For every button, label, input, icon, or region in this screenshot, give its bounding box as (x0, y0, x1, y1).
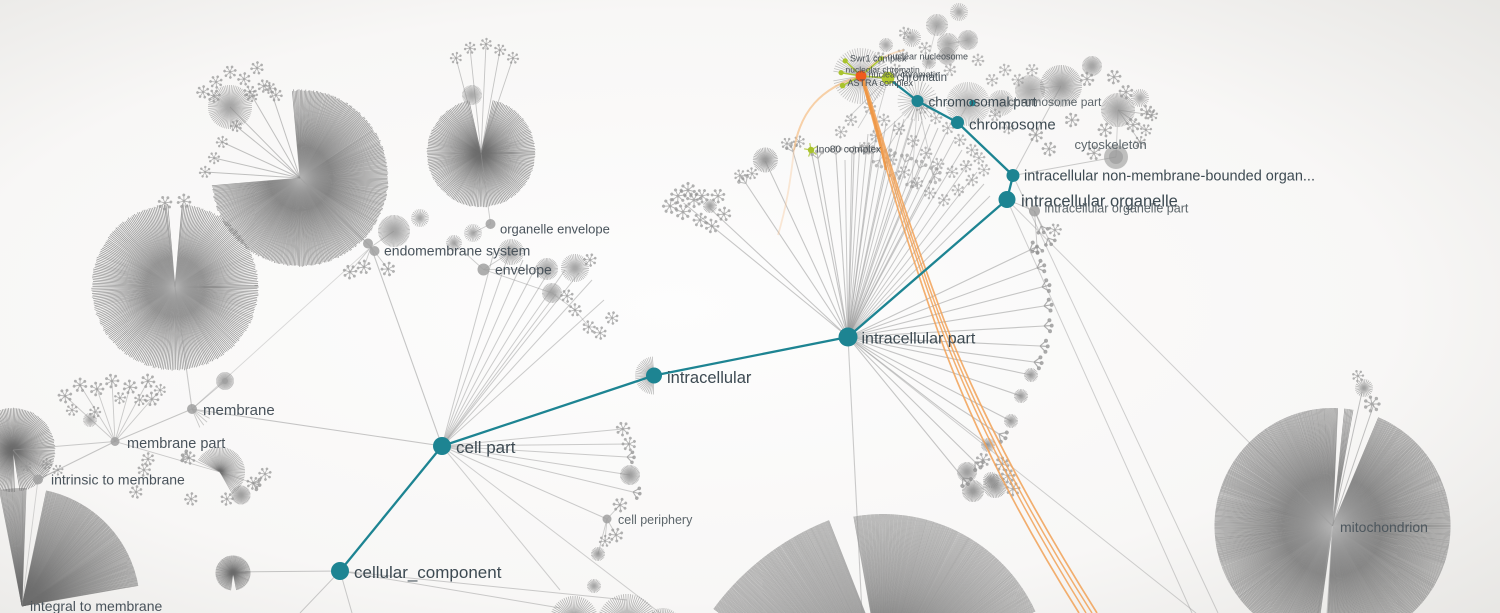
svg-text:membrane: membrane (203, 402, 275, 419)
svg-text:nucleolar chromatin: nucleolar chromatin (846, 65, 920, 75)
svg-text:intracellular organelle: intracellular organelle (1021, 193, 1178, 211)
svg-text:envelope: envelope (495, 262, 552, 278)
svg-text:ASTRA complex: ASTRA complex (848, 78, 914, 88)
svg-text:chromosome: chromosome (969, 117, 1056, 134)
svg-text:organelle envelope: organelle envelope (500, 222, 610, 237)
svg-text:chromosome part: chromosome part (1008, 95, 1102, 109)
svg-text:cell part: cell part (456, 438, 516, 457)
svg-text:cytoskeleton: cytoskeleton (1075, 137, 1147, 152)
svg-text:intracellular non-membrane-bou: intracellular non-membrane-bounded organ… (1024, 169, 1315, 185)
svg-text:intracellular organelle part: intracellular organelle part (1045, 202, 1189, 216)
svg-text:chromosomal part: chromosomal part (929, 95, 1037, 110)
svg-text:intrinsic to membrane: intrinsic to membrane (51, 472, 185, 488)
svg-text:chromatin: chromatin (897, 72, 948, 84)
svg-text:nuclear nucleosome: nuclear nucleosome (888, 52, 969, 62)
svg-text:membrane part: membrane part (127, 436, 225, 452)
svg-text:integral to membrane: integral to membrane (30, 598, 163, 613)
svg-text:endomembrane system: endomembrane system (384, 243, 530, 259)
svg-text:cell periphery: cell periphery (618, 513, 693, 527)
svg-text:mitochondrion: mitochondrion (1340, 519, 1428, 535)
svg-text:intracellular part: intracellular part (862, 331, 976, 348)
svg-text:nuclear chromatin: nuclear chromatin (869, 70, 941, 80)
svg-text:Ino80 complex: Ino80 complex (816, 145, 881, 156)
svg-text:intracellular: intracellular (667, 369, 752, 387)
svg-text:cellular_component: cellular_component (354, 563, 502, 582)
svg-text:Swr1 complex: Swr1 complex (850, 54, 907, 64)
